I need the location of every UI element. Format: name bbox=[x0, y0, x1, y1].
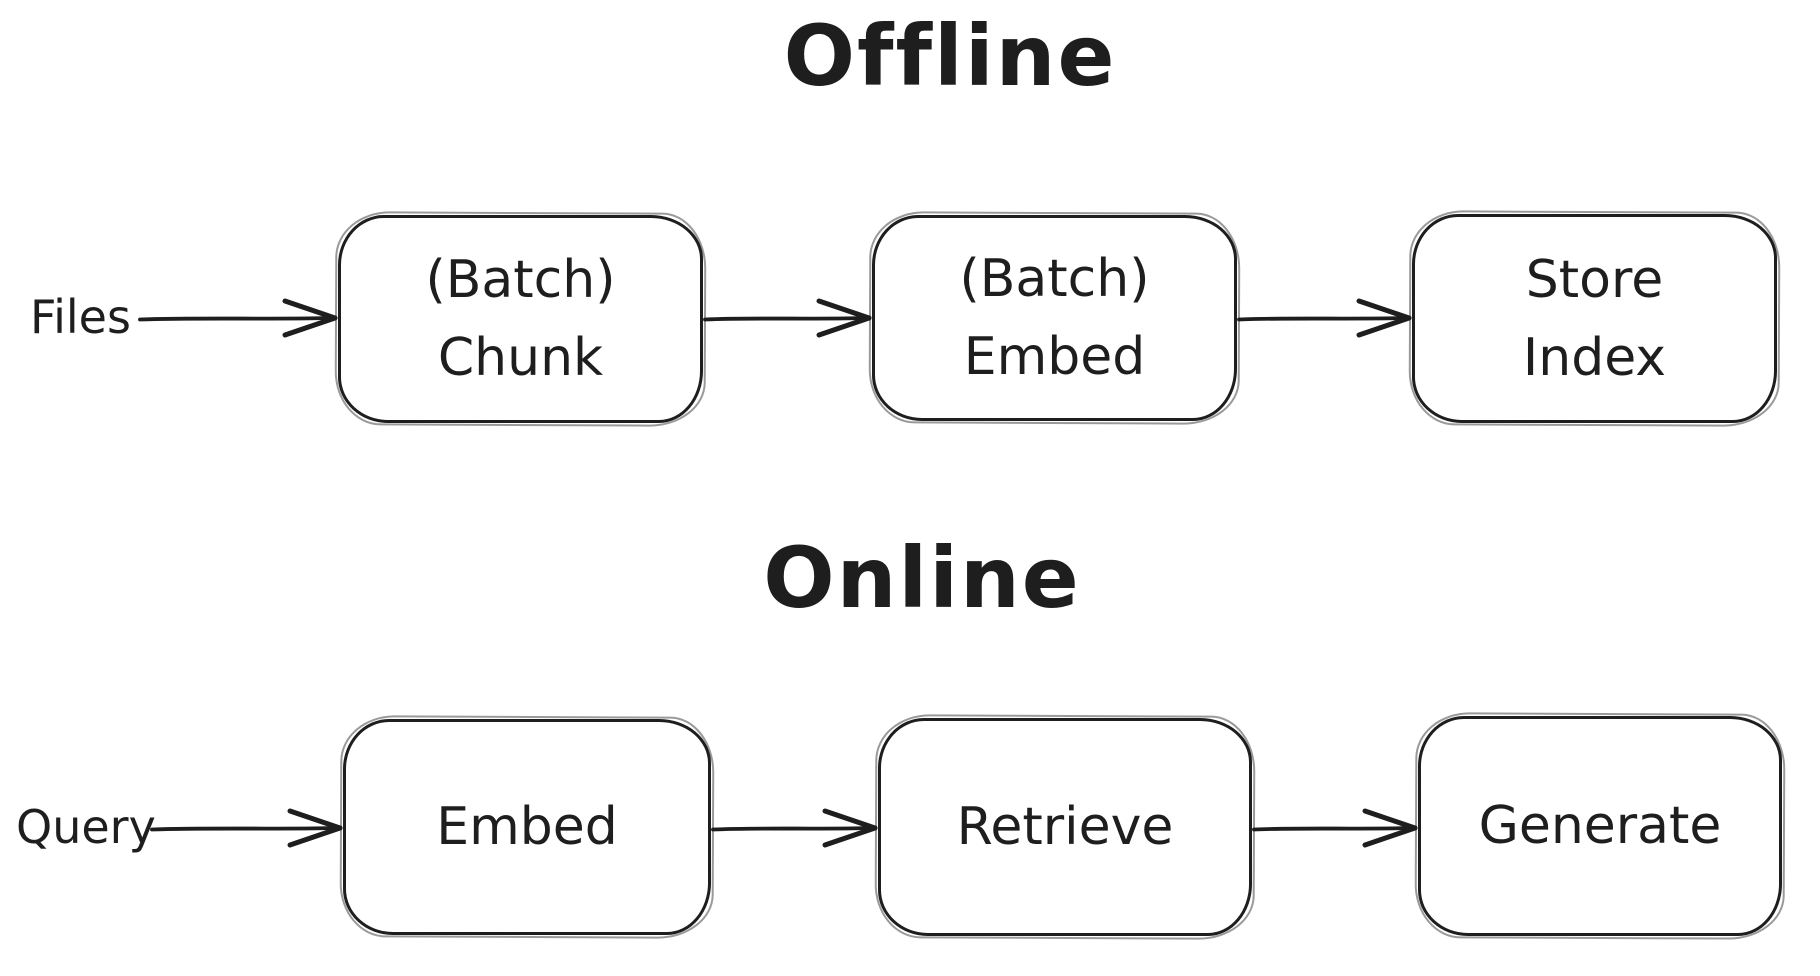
node-store-index: Store Index bbox=[1412, 214, 1777, 423]
flow-arrow bbox=[138, 298, 338, 338]
flow-arrow bbox=[703, 298, 872, 338]
flow-arrow bbox=[1237, 298, 1412, 338]
node-generate: Generate bbox=[1418, 716, 1782, 936]
node-label-line: Embed bbox=[963, 327, 1146, 387]
node-label-line: Generate bbox=[1478, 796, 1722, 856]
node-batch-embed: (Batch) Embed bbox=[872, 215, 1237, 421]
section-title-offline: Offline bbox=[783, 7, 1117, 105]
source-label-query: Query bbox=[16, 800, 156, 854]
node-label-line: Retrieve bbox=[956, 797, 1174, 857]
node-label-line: Store bbox=[1525, 249, 1664, 310]
node-label-line: (Batch) bbox=[425, 250, 616, 310]
flow-arrow bbox=[1252, 808, 1418, 848]
flow-arrow bbox=[711, 808, 878, 848]
flow-arrow bbox=[150, 808, 343, 848]
node-label-line: Index bbox=[1522, 327, 1667, 388]
source-label-files: Files bbox=[30, 290, 131, 344]
section-title-online: Online bbox=[763, 529, 1081, 627]
node-label-line: Chunk bbox=[437, 328, 604, 388]
node-label-line: Embed bbox=[436, 797, 618, 857]
node-batch-chunk: (Batch) Chunk bbox=[338, 215, 703, 423]
node-label-line: (Batch) bbox=[959, 249, 1150, 309]
node-retrieve: Retrieve bbox=[878, 718, 1252, 936]
node-embed: Embed bbox=[343, 719, 711, 935]
